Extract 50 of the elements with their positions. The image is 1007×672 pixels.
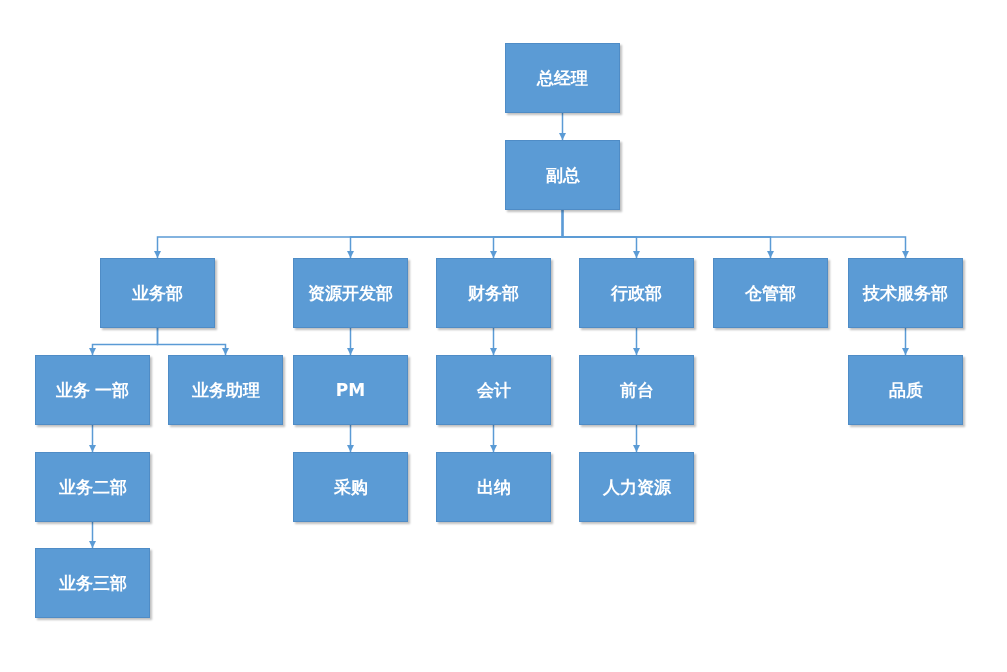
org-box: [505, 140, 620, 210]
box-label: 仓管部: [745, 281, 796, 305]
org-box: [436, 355, 551, 425]
box-label: 业务三部: [58, 571, 127, 595]
arrow: [559, 112, 566, 141]
arrow: [89, 424, 96, 453]
box-label: 副总: [545, 163, 580, 187]
arrow: [89, 521, 96, 549]
box-label: 业务二部: [58, 475, 127, 499]
box-label: 品质: [888, 378, 923, 402]
box-label: 行政部: [611, 281, 662, 305]
org-box: [35, 548, 150, 618]
arrow: [490, 327, 497, 356]
org-box: [848, 355, 963, 425]
org-box: [436, 452, 551, 522]
org-box: [848, 258, 963, 328]
box-label: 业务 一部: [55, 378, 130, 402]
arrow: [633, 424, 640, 453]
org-box: [579, 452, 694, 522]
box-label: 人力资源: [602, 475, 671, 499]
org-box: [713, 258, 828, 328]
org-box: [436, 258, 551, 328]
box-label: 前台: [619, 378, 654, 402]
org-box: [293, 452, 408, 522]
arrow: [156, 327, 229, 356]
box-label: 技术服务部: [863, 281, 948, 305]
box-label: 业务部: [132, 281, 183, 305]
arrow: [347, 327, 354, 356]
org-box: [505, 43, 620, 113]
org-box: [579, 355, 694, 425]
arrow: [490, 424, 497, 453]
box-label: 出纳: [476, 475, 511, 499]
org-box: [35, 355, 150, 425]
box-label: 业务助理: [191, 378, 260, 402]
arrow: [633, 327, 640, 356]
box-label: 资源开发部: [308, 281, 393, 305]
org-box: [168, 355, 283, 425]
box-label: 总经理: [537, 66, 588, 90]
org-box: [100, 258, 215, 328]
org-box: [579, 258, 694, 328]
box-label: PM: [335, 380, 366, 400]
box-label: 采购: [333, 475, 368, 499]
arrow: [561, 209, 909, 259]
arrow: [902, 327, 909, 356]
org-box: [293, 355, 408, 425]
org-box: [293, 258, 408, 328]
box-label: 会计: [476, 378, 511, 402]
org-box: [35, 452, 150, 522]
arrow: [347, 424, 354, 453]
box-label: 财务部: [468, 281, 519, 305]
